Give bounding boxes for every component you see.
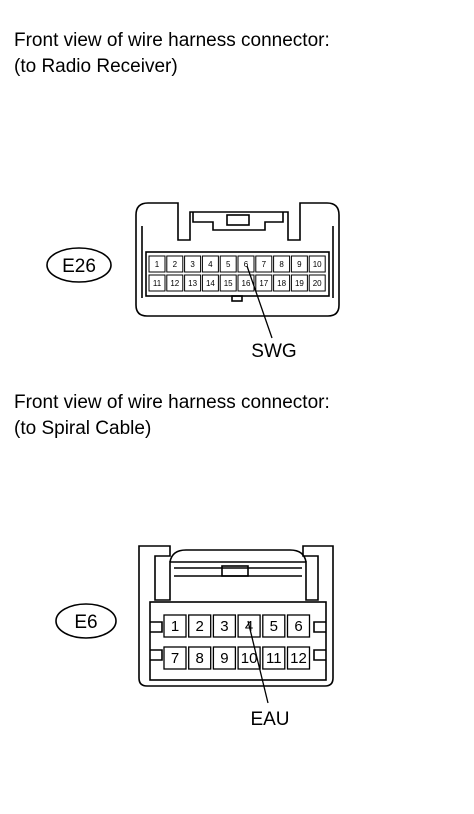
connector2-pin-cell: [212, 646, 237, 670]
connector2-pin-number: 10: [241, 650, 258, 667]
connector2-pin-number: 1: [171, 618, 179, 635]
connector2-signal-label: EAU: [250, 709, 289, 730]
connector2-heading: Front view of wire harness connector: (t…: [14, 390, 330, 442]
connector1-pin-cell: [166, 255, 184, 273]
connector1-pin-number: 9: [297, 260, 302, 269]
connector2-pin-cell: [237, 646, 261, 670]
connector1-pin-cell: [201, 274, 219, 292]
connector1-pin-cell: [184, 255, 202, 273]
connector1-signal-label: SWG: [251, 341, 296, 362]
connector1-pin-number: 17: [259, 279, 268, 288]
connector1-pin-number: 10: [313, 260, 322, 269]
connector1-title-line2: (to Radio Receiver): [14, 56, 178, 77]
connector1-pin-cell: [219, 274, 237, 292]
connector1-code-badge: [46, 247, 112, 283]
connector2-pin-number: 3: [220, 618, 228, 635]
connector2-code: E6: [74, 612, 97, 633]
connector2-pin-number: 11: [266, 650, 282, 667]
connector1-pin-number: 6: [244, 260, 249, 269]
connector1-pin-number: 5: [226, 260, 231, 269]
connector1-pin-cell: [237, 255, 255, 273]
connector1-pin-cell: [148, 274, 166, 292]
connector1-pin-number: 11: [153, 279, 162, 288]
connector1-pin-number: 7: [262, 260, 267, 269]
connector1-pin-cell: [237, 274, 255, 292]
connector1-pin-number: 3: [190, 260, 195, 269]
connector1-pin-number: 16: [242, 279, 251, 288]
connector1-pin-cell: [166, 274, 184, 292]
connector1-diagram: [46, 202, 340, 317]
connector1-pin-cell: [290, 255, 308, 273]
connector2-pin-cell: [188, 646, 212, 670]
connector1-pin-cell: [255, 274, 273, 292]
connector1-pin-number: 12: [170, 279, 179, 288]
connector2-signal-leader: [247, 620, 269, 704]
connector1-pin-cell: [219, 255, 237, 273]
connector1-pin-number: 4: [208, 260, 213, 269]
connector2-pin-number: 8: [196, 650, 204, 667]
connector2-pin-cell: [163, 646, 187, 670]
connector1-pin-number: 18: [277, 279, 286, 288]
connector1-pin-cell: [308, 255, 326, 273]
connector2-pin-cell: [262, 614, 286, 638]
connector2-title-line2: (to Spiral Cable): [14, 418, 152, 439]
connector2-pin-number: 2: [196, 618, 204, 635]
connector1-pin-number: 8: [279, 260, 284, 269]
connector2-pin-cell: [286, 614, 311, 638]
connector2-pin-number: 12: [290, 650, 307, 667]
connector1-code: E26: [62, 256, 96, 277]
connector1-pin-cell: [201, 255, 219, 273]
connector2-pin-number: 5: [270, 618, 278, 635]
connector1-pin-cell: [308, 274, 326, 292]
connector2-code-badge: [55, 603, 117, 639]
connector1-pin-cell: [273, 274, 291, 292]
connector1-pin-cell: [290, 274, 308, 292]
connector2-pin-cell: [163, 614, 187, 638]
connector2-diagram: [55, 545, 334, 687]
connector2-pin-cell: [212, 614, 237, 638]
connector1-pin-cell: [148, 255, 166, 273]
connector1-pin-number: 20: [313, 279, 322, 288]
connector2-pin-cell: [286, 646, 311, 670]
connector1-pin-number: 2: [173, 260, 178, 269]
connector1-title-line1: Front view of wire harness connector:: [14, 30, 330, 51]
connector2-title-line1: Front view of wire harness connector:: [14, 392, 330, 413]
connector1-pin-number: 14: [206, 279, 215, 288]
connector1-pin-cell: [184, 274, 202, 292]
connector1-signal-leader: [246, 265, 273, 339]
connector1-pin-cell: [273, 255, 291, 273]
connector1-pin-number: 1: [155, 260, 160, 269]
connector1-pin-number: 19: [295, 279, 304, 288]
connector2-pin-number: 7: [171, 650, 179, 667]
connector1-pin-number: 15: [224, 279, 233, 288]
connector2-pin-cell: [188, 614, 212, 638]
connector2-pin-number: 9: [220, 650, 228, 667]
connector1-pin-number: 13: [188, 279, 197, 288]
connector1-heading: Front view of wire harness connector: (t…: [14, 28, 330, 80]
connector1-pin-cell: [255, 255, 273, 273]
connector2-pin-number: 6: [294, 618, 302, 635]
connector2-pin-cell: [262, 646, 286, 670]
